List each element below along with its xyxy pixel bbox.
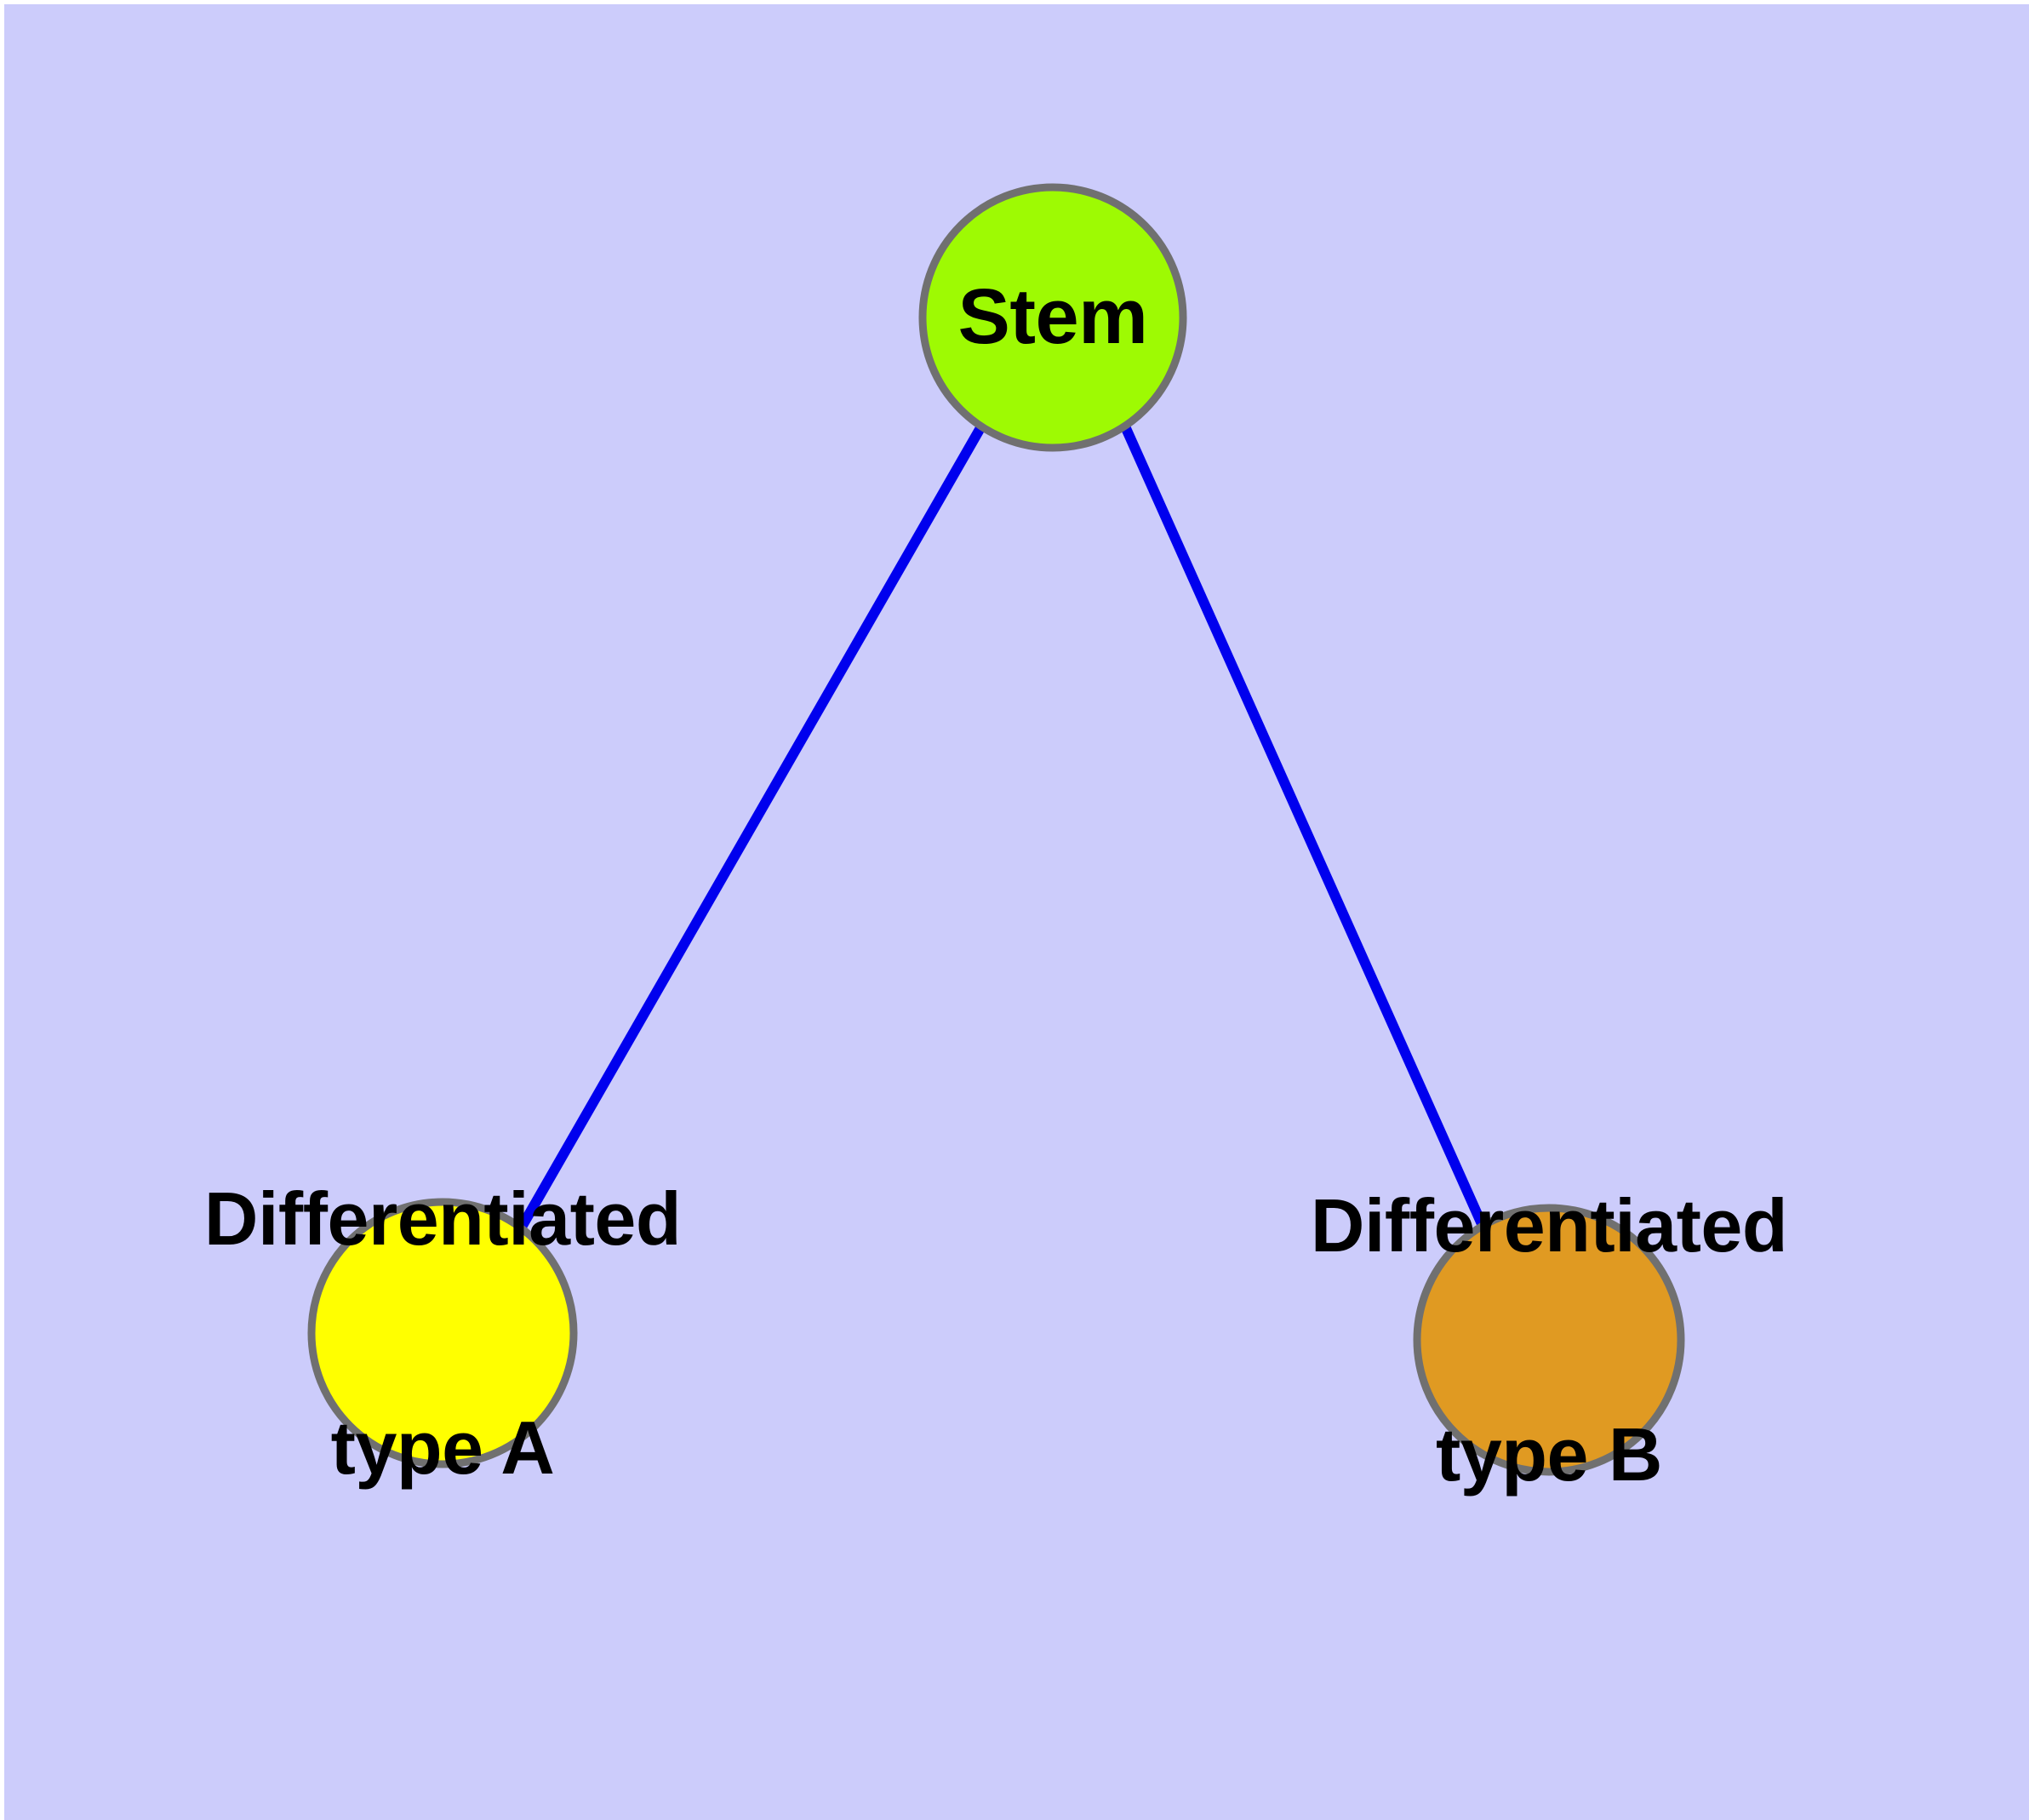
node-differentiated-type-b[interactable] xyxy=(1413,1204,1685,1476)
edge-stem-to-differentiated-type-a[interactable] xyxy=(516,424,986,1231)
node-stem[interactable] xyxy=(918,183,1187,452)
edge-group xyxy=(516,424,1491,1236)
edge-stem-to-differentiated-type-b[interactable] xyxy=(1120,424,1491,1236)
node-group xyxy=(307,183,1685,1476)
node-differentiated-type-a[interactable] xyxy=(307,1198,578,1468)
